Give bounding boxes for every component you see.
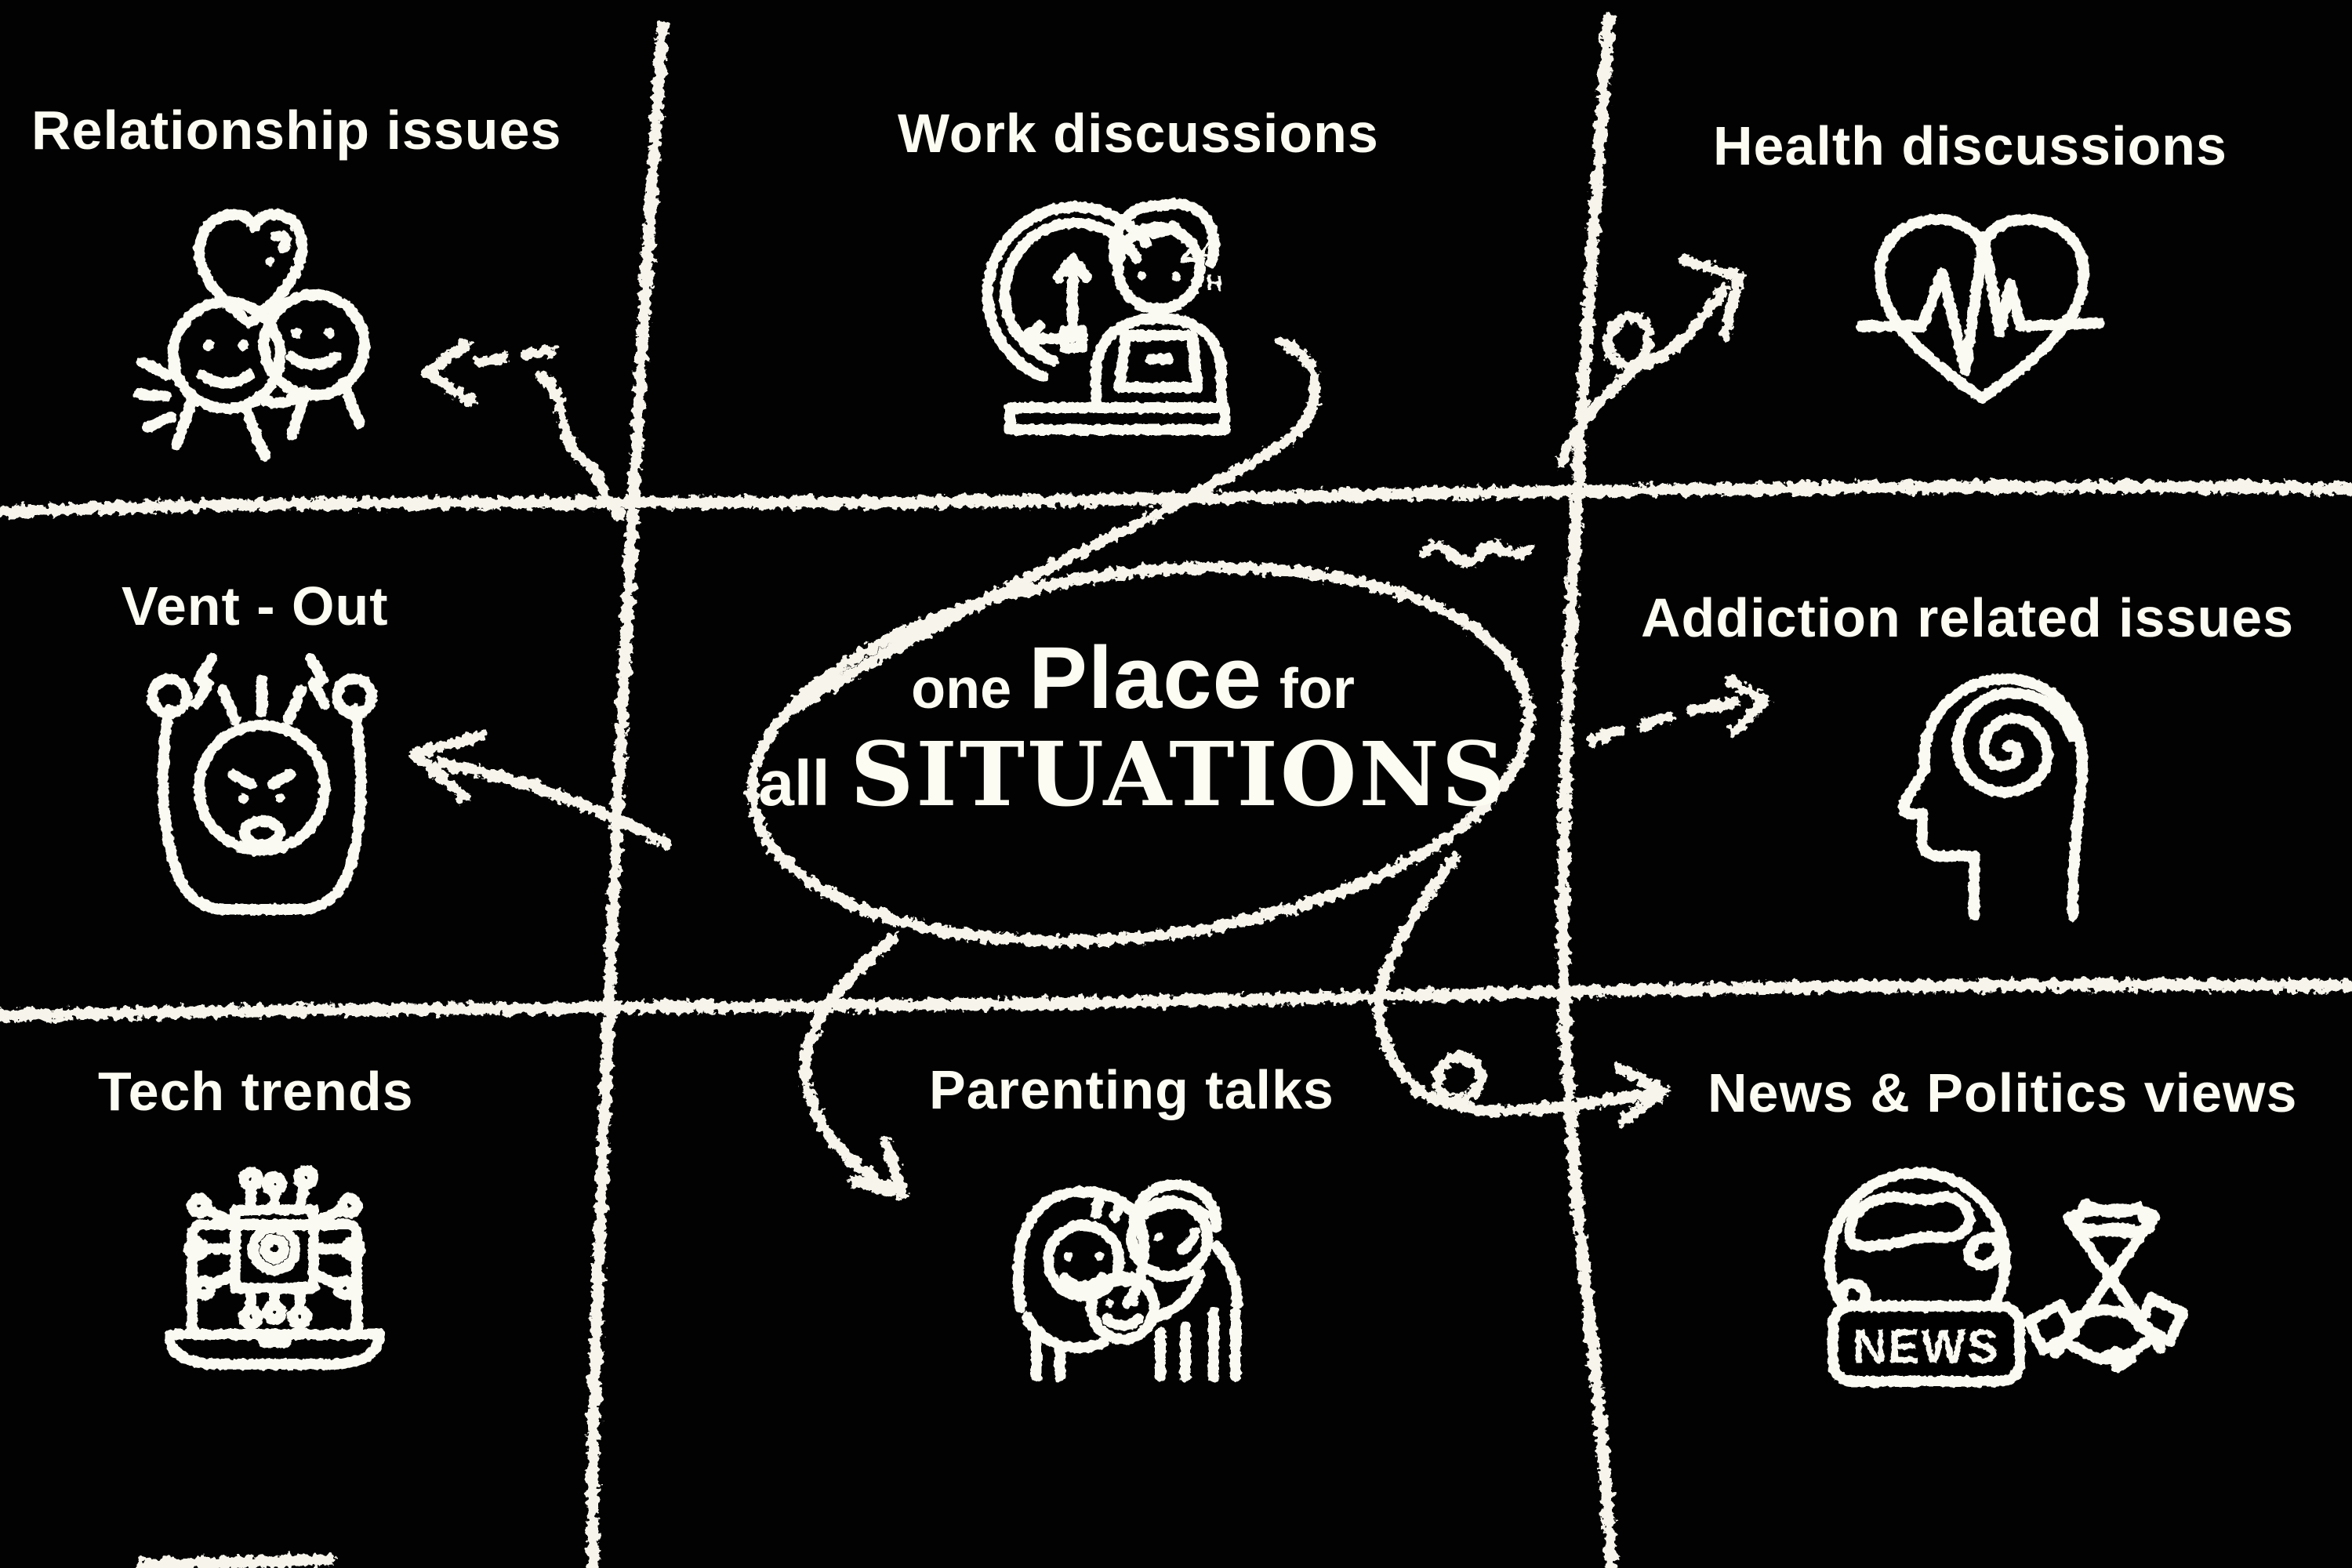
- icons: 24 H: [134, 198, 2188, 1387]
- title-word-one: one: [911, 658, 1012, 720]
- arrow-up-left-curved: [408, 730, 673, 849]
- person-laptop-clock-icon: 24 H: [982, 198, 1230, 435]
- icon-text-24: 24: [1179, 229, 1220, 270]
- title-word-all: all: [758, 748, 830, 819]
- label-addiction: Addiction related issues: [1641, 587, 2295, 648]
- squiggle-near-left-vline: [535, 371, 625, 520]
- head-spiral-icon: [1898, 673, 2088, 921]
- label-vent: Vent - Out: [122, 575, 389, 637]
- angry-person-icon: [147, 653, 377, 915]
- center-title: one Place for all SITUATIONS: [758, 627, 1507, 826]
- news-badge: NEWS: [1853, 1320, 2000, 1373]
- icon-text-h: H: [1207, 270, 1222, 295]
- squiggle-wave-center: [1420, 539, 1533, 568]
- label-relationship: Relationship issues: [31, 100, 562, 161]
- grid-hline-bottom: [0, 978, 2352, 1022]
- title-word-situations: SITUATIONS: [850, 724, 1508, 826]
- center-ellipse: [746, 336, 1535, 947]
- ellipse-tail: [788, 336, 1321, 715]
- arrow-down-parenting: [800, 932, 909, 1199]
- globe-news-flags-handshake-icon: NEWS: [1824, 1167, 2188, 1387]
- grid-vline-left: [586, 21, 669, 1568]
- title-word-for: for: [1279, 658, 1355, 720]
- arrow-up-right-loop: [1556, 255, 1744, 468]
- family-icon: [1012, 1179, 1243, 1382]
- couple-heart-icon: [134, 209, 370, 462]
- heart-ekg-icon: [1857, 214, 2105, 404]
- doodle-arrows: [408, 255, 1771, 1199]
- title-word-place: Place: [1029, 629, 1262, 727]
- laptop-chip-circuit-icon: [164, 1165, 385, 1370]
- label-work: Work discussions: [898, 103, 1379, 164]
- grid-vline-right: [1557, 13, 1617, 1568]
- arrow-right-news-loop: [1374, 852, 1671, 1125]
- label-parenting: Parenting talks: [929, 1059, 1334, 1120]
- chalk-smudge-bottom-left: [135, 1554, 336, 1568]
- arrow-left-dashed: [422, 339, 556, 407]
- arrow-right-dashed: [1588, 675, 1771, 746]
- center-title-line2: all SITUATIONS: [758, 724, 1507, 826]
- label-news: News & Politics views: [1708, 1062, 2298, 1123]
- label-tech: Tech trends: [98, 1061, 414, 1122]
- label-health: Health discussions: [1713, 115, 2227, 176]
- center-title-line1: one Place for: [758, 627, 1507, 728]
